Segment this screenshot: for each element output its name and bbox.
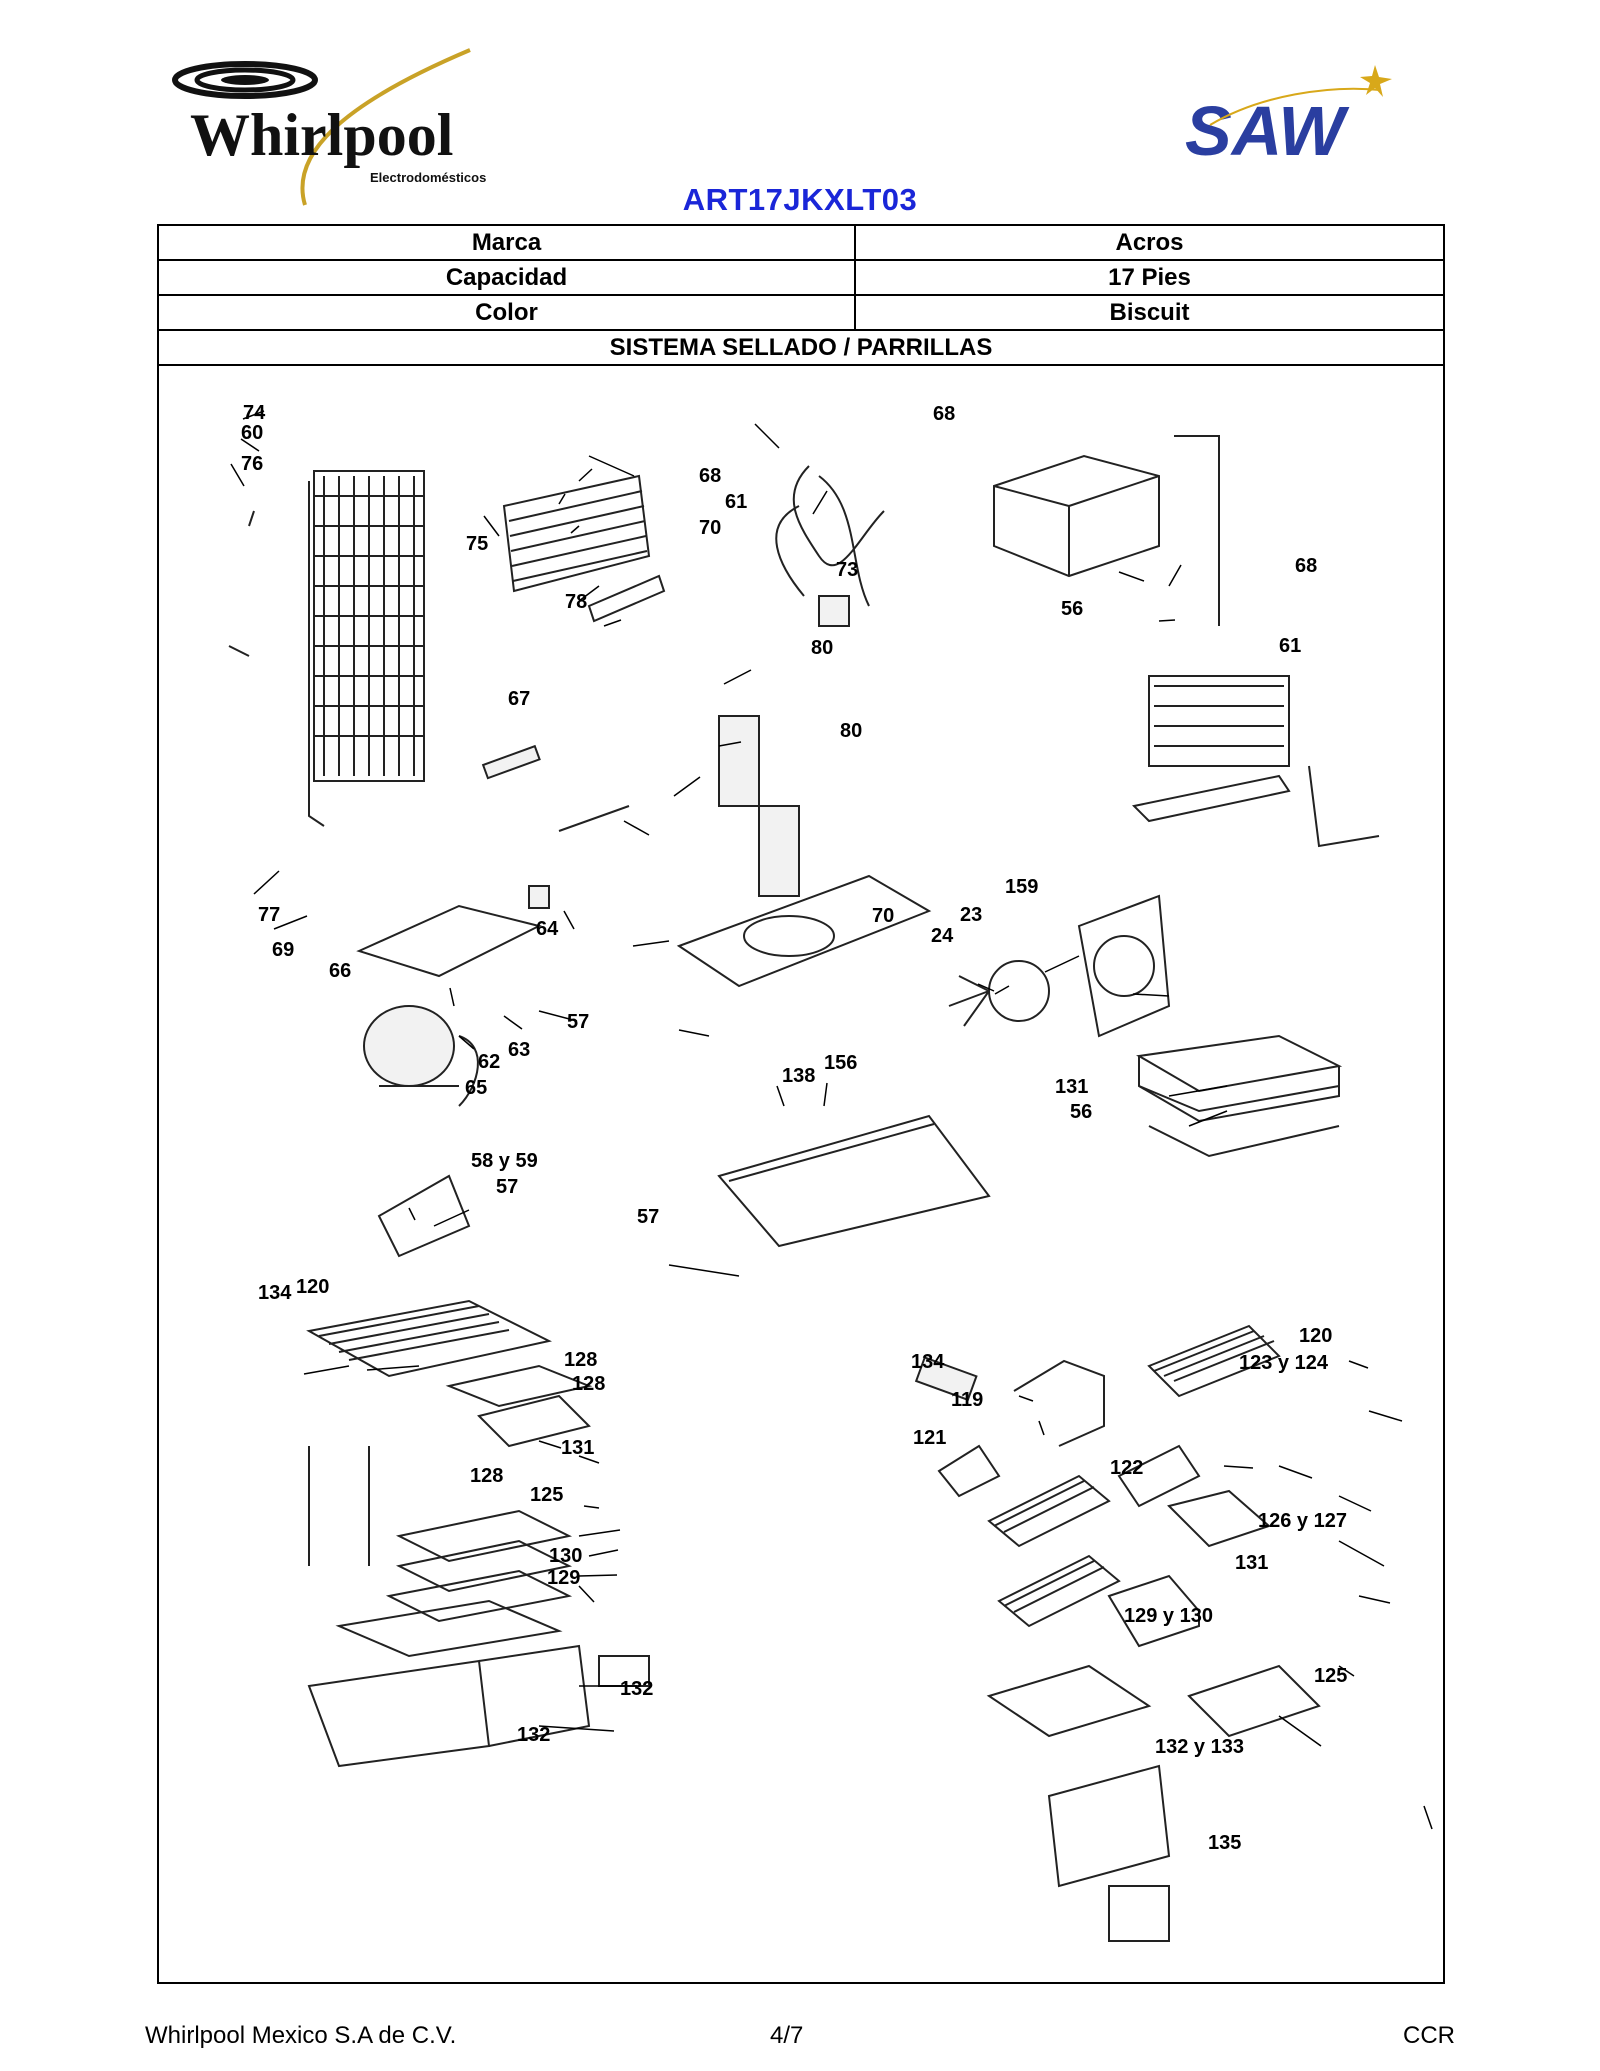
callout-label: 77 <box>258 904 280 926</box>
whirlpool-subtext: Electrodomésticos <box>370 170 486 185</box>
callout-label: 68 <box>699 465 721 487</box>
callout-label: 78 <box>565 591 587 613</box>
callout-label: 68 <box>933 403 955 425</box>
callout-label: 132 <box>517 1724 550 1746</box>
callout-label: 123 y 124 <box>1239 1352 1329 1374</box>
callout-label: 67 <box>508 688 530 710</box>
freezer-shelves-illustration <box>914 1324 1321 1942</box>
callout-label: 131 <box>561 1437 594 1459</box>
callout-label: 119 <box>951 1389 983 1411</box>
spec-value: Acros <box>1115 228 1184 256</box>
callout-label: 129 <box>547 1567 580 1589</box>
whirlpool-logo: Whirlpool Electrodomésticos <box>172 48 486 206</box>
callout-label: 60 <box>241 422 263 444</box>
callout-label: 56 <box>1070 1101 1092 1123</box>
callout-label: 134 <box>258 1282 292 1304</box>
evaporator-illustration <box>228 470 425 827</box>
condenser-illustration <box>502 474 666 623</box>
wiring-harness-illustration <box>775 465 885 627</box>
callout-label: 23 <box>960 904 982 926</box>
callout-label: 130 <box>549 1545 582 1567</box>
callout-label: 156 <box>824 1052 857 1074</box>
callout-label: 132 y 133 <box>1155 1736 1244 1758</box>
callout-label: 128 <box>572 1373 605 1395</box>
callout-label: 159 <box>1005 876 1038 898</box>
callout-label: 70 <box>872 905 894 927</box>
callout-label: 56 <box>1061 598 1083 620</box>
callout-label: 24 <box>931 925 954 947</box>
callout-label: 70 <box>699 517 721 539</box>
callout-label: 80 <box>811 637 833 659</box>
callout-label: 66 <box>329 960 351 982</box>
callout-label: 73 <box>836 559 858 581</box>
callout-label: 62 <box>478 1051 500 1073</box>
spec-value: Biscuit <box>1109 298 1190 326</box>
fan-motor-illustration <box>948 894 1171 1038</box>
footer-page-number: 4/7 <box>770 2022 804 2049</box>
callout-label: 58 y 59 <box>471 1150 538 1172</box>
callout-label: 57 <box>496 1176 518 1198</box>
spec-label: Capacidad <box>159 261 856 294</box>
spec-value: 17 Pies <box>1108 263 1191 291</box>
parts-sheet: Marca Acros Capacidad 17 Pies Color Bisc… <box>157 224 1445 1984</box>
callout-label: 75 <box>466 533 488 555</box>
callout-label: 131 <box>1055 1076 1088 1098</box>
callout-label: 65 <box>465 1077 487 1099</box>
callout-label: 61 <box>1279 635 1301 657</box>
spec-label: Marca <box>159 226 856 259</box>
spec-row: Marca Acros <box>159 226 1443 261</box>
section-title: SISTEMA SELLADO / PARRILLAS <box>159 331 1443 366</box>
compressor-illustration <box>363 1005 479 1107</box>
callout-label: 80 <box>840 720 862 742</box>
callout-label: 69 <box>272 939 294 961</box>
callout-label: 64 <box>536 918 559 940</box>
callout-label: 125 <box>530 1484 563 1506</box>
star-icon <box>1360 65 1392 97</box>
baffle-illustration <box>758 805 800 897</box>
callout-label: 120 <box>296 1276 329 1298</box>
whirlpool-wordmark: Whirlpool <box>190 102 453 168</box>
defrost-heater-illustration <box>1131 675 1380 848</box>
callout-label: 126 y 127 <box>1258 1510 1347 1532</box>
callout-label: 74 <box>243 402 266 424</box>
callout-label: 128 <box>564 1349 597 1371</box>
exploded-parts-diagram: 74 60 76 75 68 61 70 68 73 78 80 80 56 6… <box>228 402 1433 1942</box>
callout-label: 128 <box>470 1465 503 1487</box>
callout-label: 57 <box>637 1206 659 1228</box>
spec-row: Color Biscuit <box>159 296 1443 331</box>
footer-code: CCR <box>1403 2022 1455 2049</box>
callout-label: 76 <box>241 453 263 475</box>
evaporator-housing-illustration <box>993 435 1220 626</box>
callout-label: 120 <box>1299 1325 1332 1347</box>
callout-label: 129 y 130 <box>1124 1605 1213 1627</box>
saw-logo: SAW <box>1185 65 1392 170</box>
callout-label: 122 <box>1110 1457 1143 1479</box>
baffle-illustration <box>718 715 760 807</box>
footer-company: Whirlpool Mexico S.A de C.V. <box>145 2022 457 2049</box>
callout-label: 132 <box>620 1678 653 1700</box>
spec-label: Color <box>159 296 856 329</box>
saw-wordmark: SAW <box>1185 92 1350 170</box>
callout-label: 131 <box>1235 1552 1268 1574</box>
callout-label: 134 <box>911 1351 945 1373</box>
callout-label: 138 <box>782 1065 815 1087</box>
callout-label: 57 <box>567 1011 589 1033</box>
callout-label: 63 <box>508 1039 530 1061</box>
callout-label: 68 <box>1295 555 1317 577</box>
callout-label: 61 <box>725 491 747 513</box>
spec-row: Capacidad 17 Pies <box>159 261 1443 296</box>
model-number: ART17JKXLT03 <box>682 182 918 217</box>
callout-label: 121 <box>913 1427 946 1449</box>
callout-label: 135 <box>1208 1832 1241 1854</box>
callout-label: 125 <box>1314 1665 1347 1687</box>
